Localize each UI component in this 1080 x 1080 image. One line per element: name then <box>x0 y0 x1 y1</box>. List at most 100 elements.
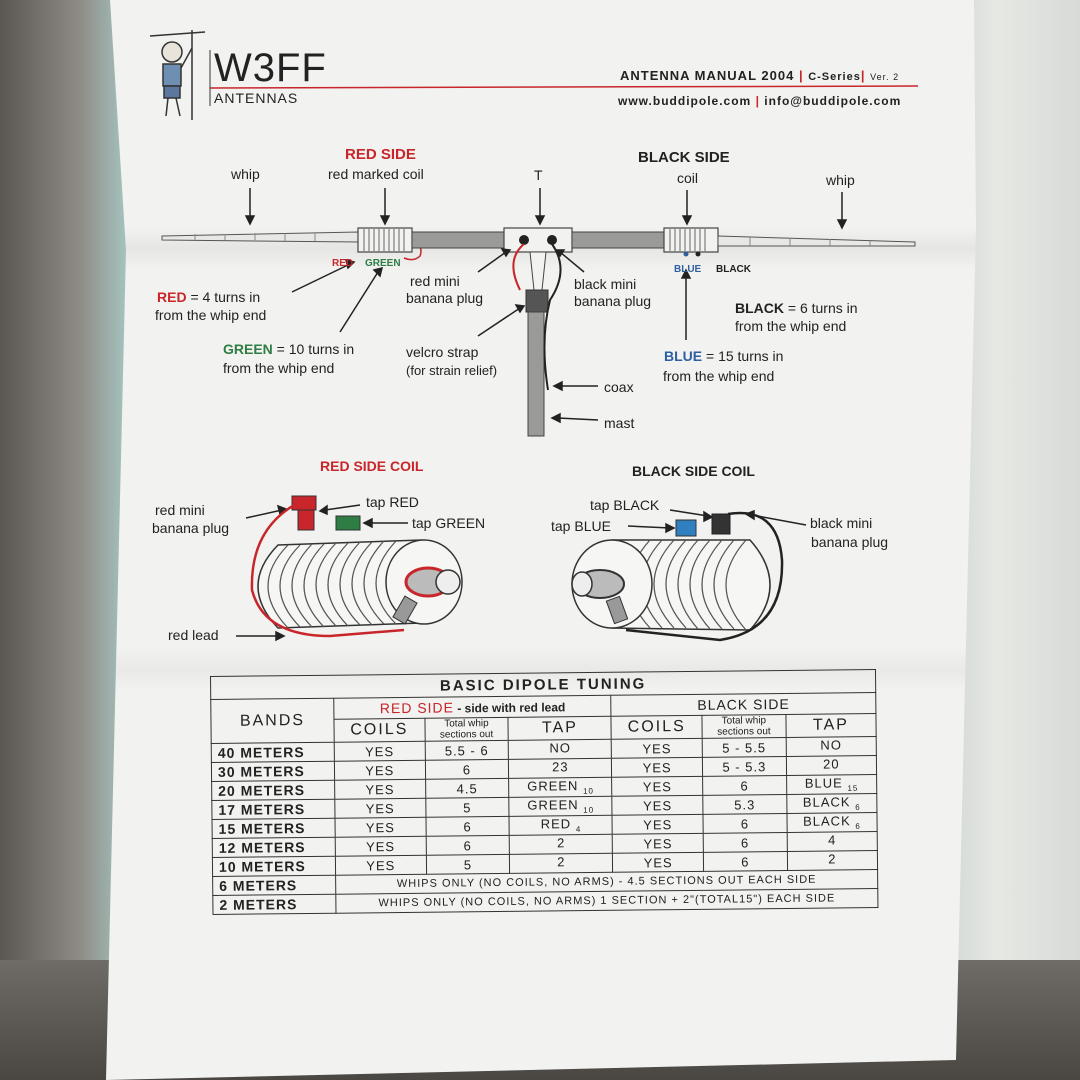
cell-red-whip-value: 6 <box>463 818 472 834</box>
red-side-title: RED SIDE <box>345 146 416 163</box>
cell-red-coils-value: YES <box>365 781 395 797</box>
cell-black-whip: 5.3 <box>702 794 787 815</box>
cell-red-whip: 5 <box>425 797 510 818</box>
cell-band-value: 12 METERS <box>218 839 306 856</box>
black-coil-label: coil <box>677 170 699 186</box>
tap-red-label: tap RED <box>366 494 419 510</box>
website-link[interactable]: www.buddipole.com <box>618 94 752 108</box>
cell-red-whip-value: 6 <box>463 837 472 853</box>
cell-black-tap: 20 <box>786 755 877 776</box>
band-6m: 6 METERS <box>212 875 336 896</box>
t-junction-label: T <box>534 167 543 183</box>
cell-black-tap: 4 <box>786 831 878 852</box>
cell-red-whip-value: 5 <box>463 799 472 815</box>
cell-black-coils: YES <box>611 757 703 778</box>
cell-red-tap: NO <box>508 739 612 760</box>
blue-turns-text: = 15 turns in <box>702 348 784 364</box>
cell-red-tap: 23 <box>508 758 613 779</box>
red-coil-label: red marked coil <box>328 166 424 182</box>
cell-red-tap: GREEN 10 <box>509 796 613 817</box>
cell-band-value: 10 METERS <box>218 858 306 875</box>
cell-black-tap-value: 20 <box>823 756 840 772</box>
callout-arrows <box>236 188 848 642</box>
header-red-rule <box>209 85 919 89</box>
cell-red-tap: GREEN 10 <box>508 777 613 798</box>
col-black-tap: TAP <box>785 713 877 738</box>
manual-title-text: ANTENNA MANUAL 2004 <box>620 68 795 83</box>
cell-red-tap-value: NO <box>549 740 571 756</box>
red-side-header-note: - side with red lead <box>453 700 566 716</box>
cell-black-whip-value: 5 - 5.3 <box>722 758 767 775</box>
dipole-tuning-table: BASIC DIPOLE TUNING BANDS RED SIDE - sid… <box>210 669 878 915</box>
email-link[interactable]: info@buddipole.com <box>764 94 902 108</box>
cell-red-coils: YES <box>334 817 426 838</box>
brand-logo: W3FF <box>214 46 327 90</box>
cell-black-whip: 6 <box>702 813 787 834</box>
col-red-whip-1: Total whip <box>444 718 489 730</box>
cell-black-tap: BLACK 6 <box>786 812 878 833</box>
mast-label: mast <box>604 415 635 431</box>
cell-red-tap-turns: 10 <box>583 805 595 815</box>
cell-black-coils: YES <box>612 852 704 873</box>
cell-red-tap-turns: 4 <box>575 824 582 834</box>
cell-black-whip-value: 5 - 5.5 <box>722 739 767 756</box>
cell-black-coils-value: YES <box>642 778 672 794</box>
black-mini-plug-label: black mini <box>574 276 637 292</box>
red-side-coil-drawing <box>250 495 463 638</box>
blue-turns-note: BLUE = 15 turns in <box>664 348 783 364</box>
cell-red-whip-value: 4.5 <box>456 780 478 796</box>
cell-black-coils: YES <box>612 795 703 816</box>
tap-blue-small-label: BLUE <box>674 264 702 275</box>
brand-subtitle: ANTENNAS <box>214 90 299 106</box>
black-coil-plug-label: black mini <box>810 515 873 531</box>
red-coil-plug-label: red mini <box>155 502 205 518</box>
cell-band-value: 30 METERS <box>217 763 305 780</box>
cell-red-whip: 6 <box>424 759 509 780</box>
cell-black-coils: YES <box>612 776 703 797</box>
cell-red-whip: 6 <box>425 816 510 837</box>
logo-figure-icon <box>149 30 206 120</box>
cell-red-coils: YES <box>335 836 426 857</box>
col-black-coils: COILS <box>611 715 703 740</box>
coax-label: coax <box>604 379 634 395</box>
cell-black-whip: 6 <box>702 775 787 796</box>
cell-red-whip: 6 <box>425 835 510 856</box>
cell-band: 30 METERS <box>211 761 335 782</box>
cell-black-tap-value: 4 <box>827 832 837 848</box>
cell-black-tap-value: BLACK <box>802 813 851 830</box>
manual-title: ANTENNA MANUAL 2004 | C-Series| Ver. 2 <box>620 68 900 83</box>
cell-red-tap-value: 23 <box>552 759 569 775</box>
cell-red-coils-value: YES <box>366 857 396 873</box>
cell-band: 12 METERS <box>212 837 336 858</box>
green-turns-note-2: from the whip end <box>223 360 335 376</box>
red-turns-note: RED = 4 turns in <box>157 289 260 305</box>
cell-black-whip-value: 5.3 <box>734 796 756 813</box>
red-side-header: RED SIDE - side with red lead <box>333 695 612 720</box>
band-2m: 2 METERS <box>212 894 336 915</box>
cell-red-coils-value: YES <box>365 762 395 778</box>
cell-red-whip-value: 5.5 - 6 <box>444 742 489 759</box>
cell-band: 20 METERS <box>211 780 335 801</box>
green-turns-keyword: GREEN <box>223 341 273 357</box>
cell-black-coils-value: YES <box>643 835 673 851</box>
blue-turns-keyword: BLUE <box>664 348 703 364</box>
velcro-label-2: (for strain relief) <box>406 363 498 378</box>
red-turns-keyword: RED <box>157 289 187 305</box>
whip-right-label: whip <box>826 172 855 188</box>
black-turns-note-2: from the whip end <box>735 318 847 334</box>
black-side-coil-drawing <box>571 511 784 642</box>
cell-black-tap: 2 <box>787 850 878 871</box>
cell-red-whip: 4.5 <box>425 778 510 799</box>
tap-green-small-label: GREEN <box>365 258 401 269</box>
contact-line: www.buddipole.com | info@buddipole.com <box>618 94 902 108</box>
whip-left-label: whip <box>231 166 260 182</box>
black-turns-keyword: BLACK <box>735 300 784 316</box>
blue-turns-note-2: from the whip end <box>663 368 775 384</box>
series-label: C-Series <box>808 71 861 83</box>
cell-band-value: 15 METERS <box>218 820 306 837</box>
col-black-whip-1: Total whip <box>721 715 767 727</box>
cell-black-whip: 5 - 5.5 <box>702 737 787 758</box>
